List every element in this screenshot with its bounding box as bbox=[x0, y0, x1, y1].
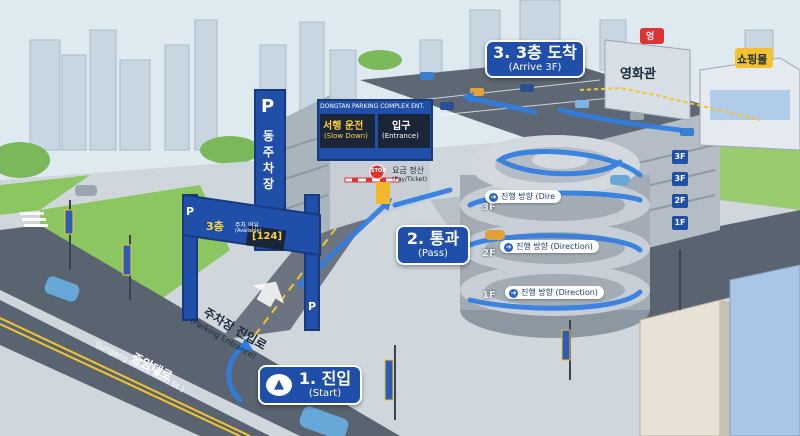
car-icon: ▲ bbox=[266, 374, 292, 396]
gate-p-right: P bbox=[308, 300, 317, 313]
cinema-sign-text: 엉 bbox=[646, 32, 655, 42]
cinema-building bbox=[604, 28, 691, 121]
step-1-callout: ▲ 1. 진입 (Start) bbox=[258, 365, 362, 405]
mall-label: 쇼핑몰 bbox=[737, 53, 768, 66]
pay-en: (Pay/Ticket) bbox=[392, 176, 428, 183]
gate-p-left: P bbox=[186, 205, 195, 218]
side-floor-3f: 3F bbox=[672, 172, 688, 186]
city-skyline bbox=[29, 0, 774, 151]
entry-road bbox=[220, 200, 380, 340]
gate-avail-ko: 주차 여유 bbox=[235, 222, 259, 229]
entrance-en: (Entrance) bbox=[382, 132, 419, 140]
direction-text-2f: 진행 방향 (Direction) bbox=[516, 242, 593, 251]
step-1-sub: (Start) bbox=[308, 388, 342, 400]
slow-down-en: (Slow Down) bbox=[324, 132, 368, 140]
step-3-title: 3. 3층 도착 bbox=[493, 43, 577, 62]
crosswalk bbox=[20, 212, 48, 227]
step-1-title: 1. 진입 bbox=[298, 369, 352, 388]
step-2-title: 2. 통과 bbox=[406, 229, 460, 248]
ramp-floor-1f: 1F bbox=[482, 290, 496, 301]
direction-text-3f: 진행 방향 (Dire bbox=[501, 192, 556, 201]
gate-count: [124] bbox=[252, 231, 283, 242]
direction-tag-2f: ➜진행 방향 (Direction) bbox=[500, 240, 599, 253]
side-floor-2f: 2F bbox=[672, 194, 688, 208]
entrance-sign-title: DONGTAN PARKING COMPLEX ENT. bbox=[320, 103, 425, 110]
side-floor-3f-top: 3F bbox=[672, 150, 688, 164]
gate-floor: 3층 bbox=[206, 220, 224, 233]
road-cars bbox=[44, 175, 630, 436]
cinema-label: 영화관 bbox=[620, 67, 656, 82]
entrance-ko: 입구 bbox=[392, 121, 411, 132]
step-2-callout: 2. 통과 (Pass) bbox=[396, 225, 470, 265]
slow-down-ko: 서행 운전 bbox=[323, 121, 364, 132]
ramp-floor-3f: 3F bbox=[482, 202, 496, 213]
stop-sign bbox=[369, 164, 385, 180]
tower-sign-text: 동주차장 bbox=[263, 129, 275, 191]
ramp-floor-2f: 2F bbox=[482, 248, 496, 259]
gate-avail-en: (Available) bbox=[235, 228, 262, 234]
arrow-right-icon: ➜ bbox=[509, 289, 518, 298]
step-3-callout: 3. 3층 도착 (Arrive 3F) bbox=[485, 40, 585, 78]
office-buildings bbox=[639, 264, 800, 436]
gate-arch bbox=[182, 193, 321, 331]
pay-ko: 요금 정산 bbox=[392, 166, 424, 175]
direction-tag-3f: ➜진행 방향 (Dire bbox=[485, 190, 562, 203]
arrow-right-icon: ➜ bbox=[489, 193, 498, 202]
parked-cars bbox=[420, 72, 694, 136]
step-3-sub: (Arrive 3F) bbox=[508, 62, 562, 74]
ticket-booth bbox=[376, 182, 390, 204]
step-2-sub: (Pass) bbox=[418, 248, 448, 260]
direction-text-1f: 진행 방향 (Direction) bbox=[521, 288, 598, 297]
stop-label: STOP bbox=[371, 168, 386, 174]
mall-building bbox=[699, 48, 800, 151]
tower-p-letter: P bbox=[261, 96, 275, 117]
side-floor-1f: 1F bbox=[672, 216, 688, 230]
direction-tag-1f: ➜진행 방향 (Direction) bbox=[505, 286, 604, 299]
arrow-right-icon: ➜ bbox=[504, 243, 513, 252]
